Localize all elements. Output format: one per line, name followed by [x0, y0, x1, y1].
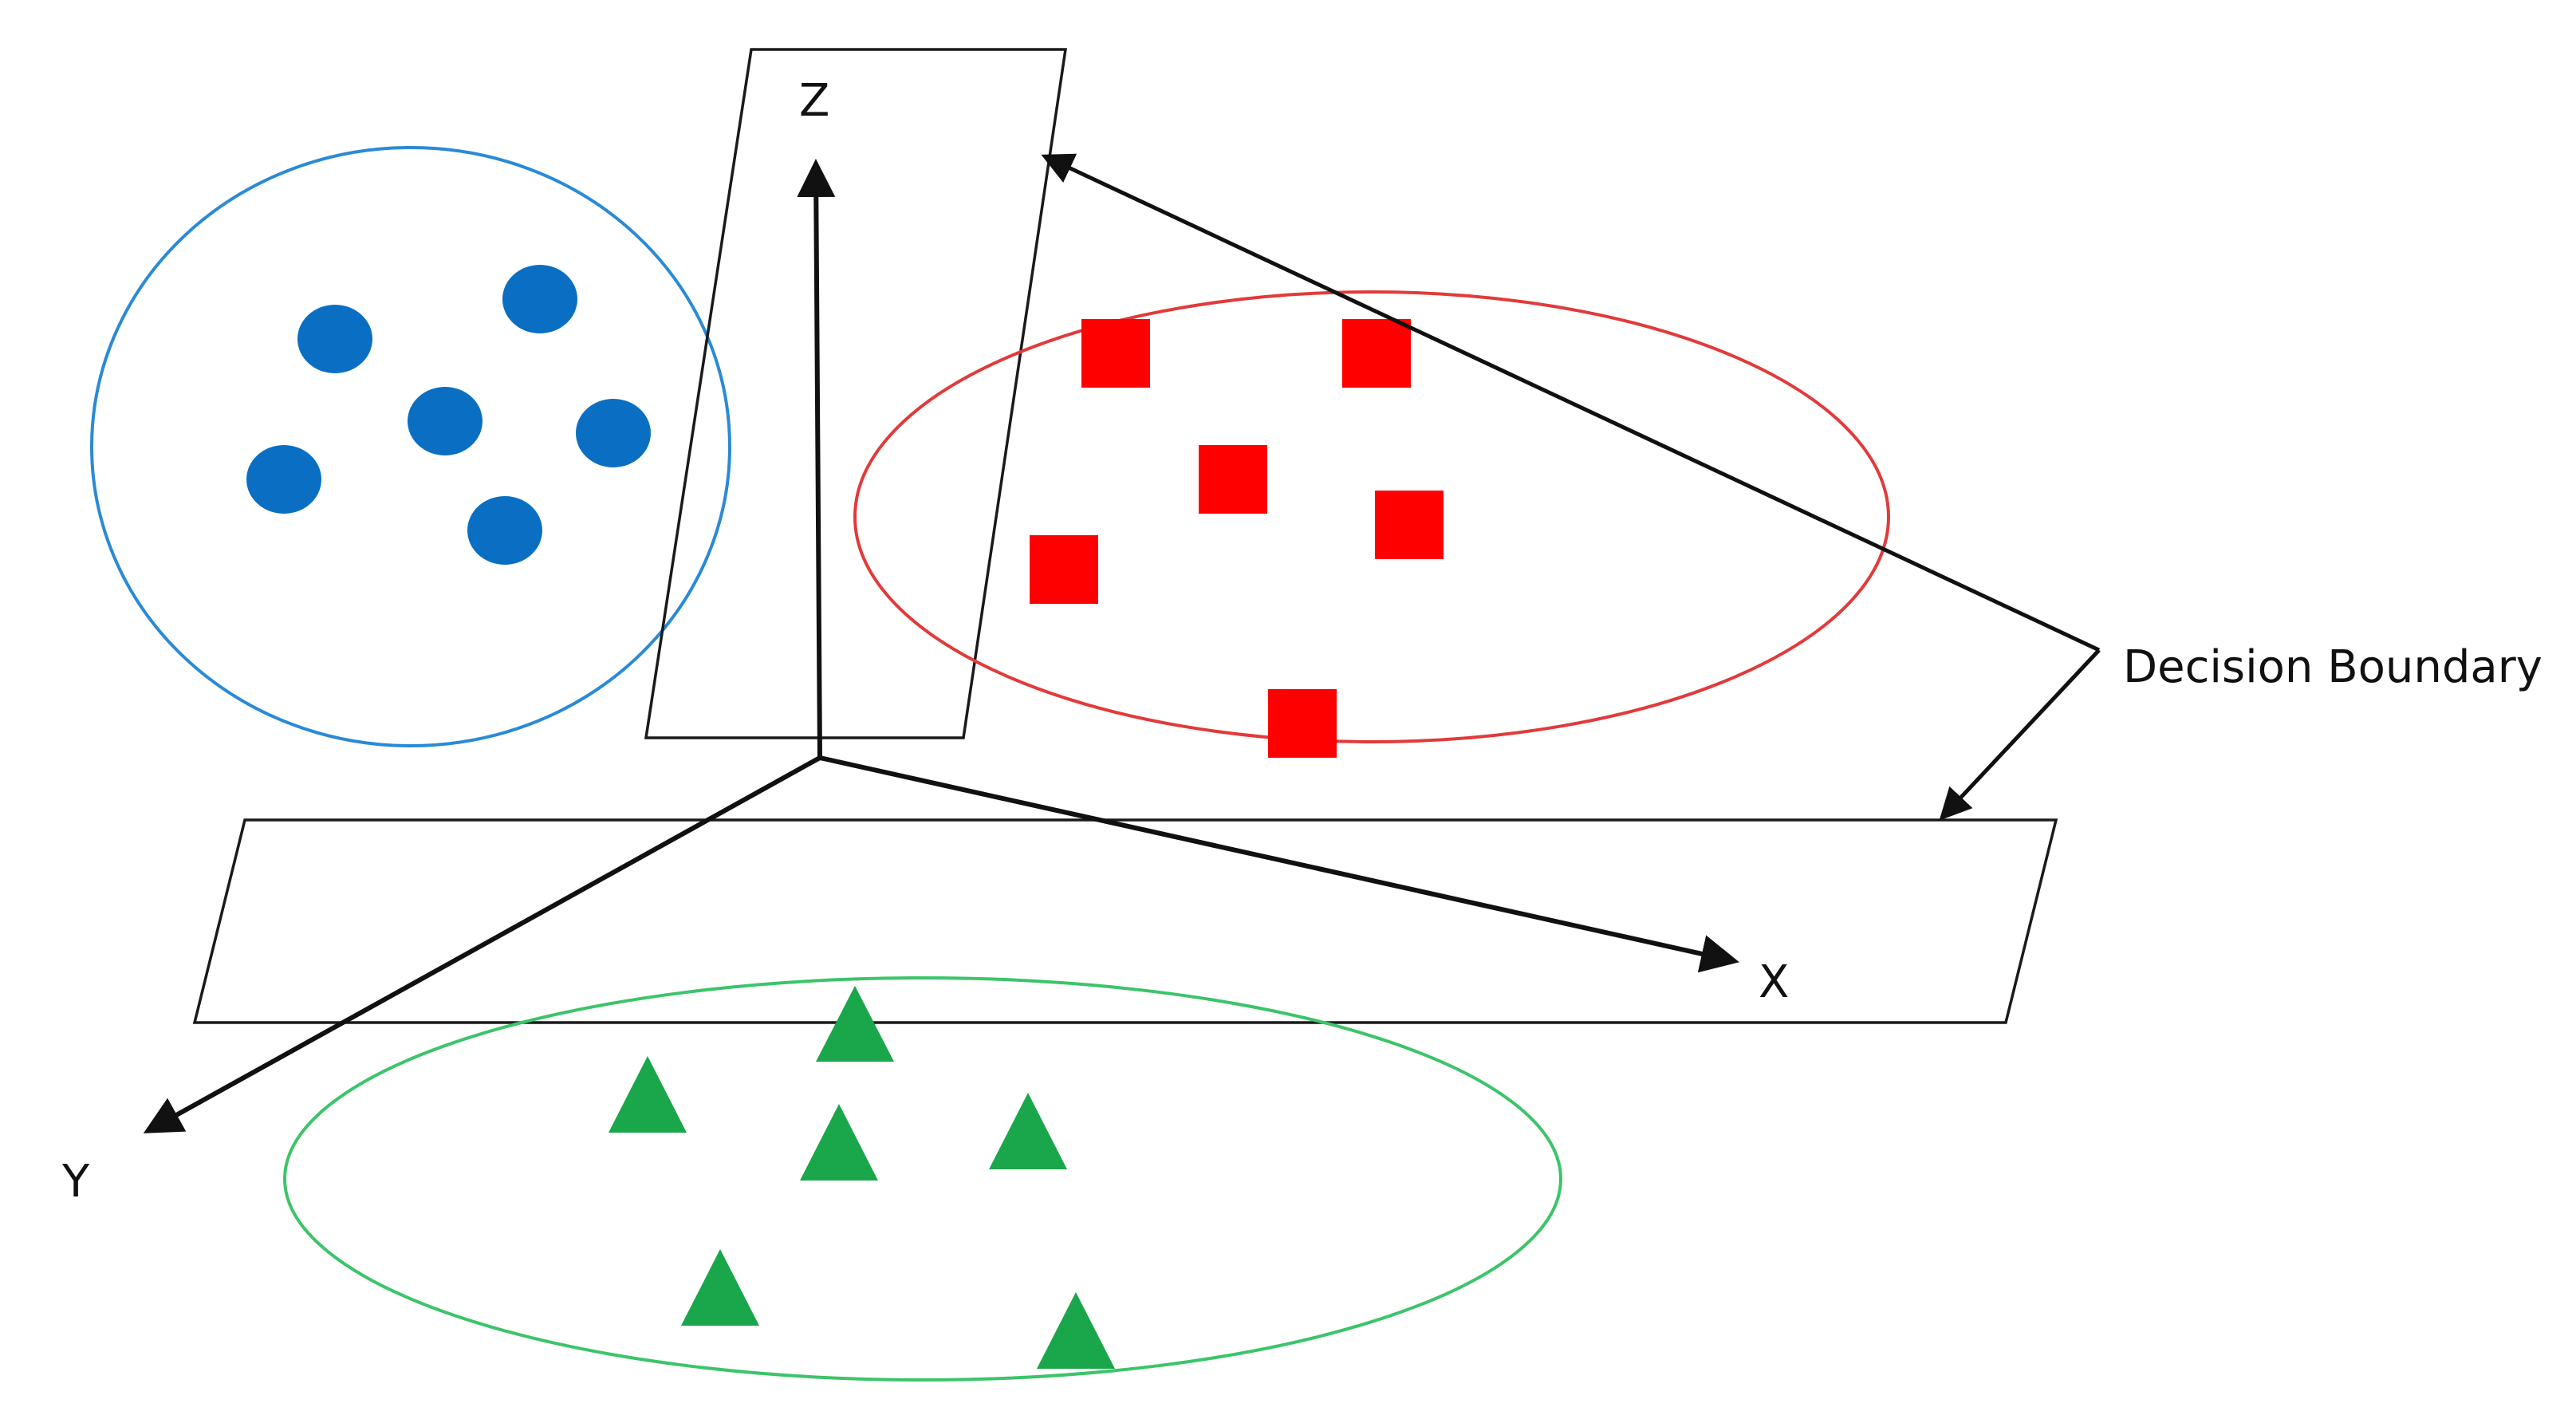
- square-point: [1199, 445, 1267, 514]
- circle-point: [467, 496, 542, 565]
- coordinate-axes: Z X Y: [61, 75, 1789, 1208]
- y-axis: [143, 755, 821, 1133]
- circle-point: [246, 445, 321, 514]
- triangle-point: [800, 1104, 878, 1181]
- horizontal-decision-plane: [192, 818, 2058, 1024]
- annotation-pointer-lower: [1939, 648, 2101, 821]
- triangle-point: [816, 986, 894, 1062]
- x-axis-label: X: [1759, 956, 1789, 1008]
- x-axis: [819, 755, 1739, 973]
- vertical-decision-plane: [644, 48, 1068, 739]
- annotation-pointer-upper: [1041, 153, 2101, 652]
- circle-point: [408, 387, 483, 455]
- triangle-point: [681, 1249, 759, 1326]
- square-point: [1081, 319, 1150, 388]
- triangle-point: [989, 1093, 1067, 1169]
- square-cluster: [853, 290, 1890, 758]
- square-point: [1342, 319, 1411, 388]
- triangle-cluster-boundary: [283, 976, 1562, 1382]
- annotation-label: Decision Boundary: [2123, 641, 2543, 693]
- z-axis-label: Z: [799, 75, 829, 127]
- square-point: [1375, 491, 1444, 559]
- circle-point: [297, 305, 372, 373]
- square-point: [1268, 689, 1337, 758]
- triangle-point: [609, 1056, 687, 1133]
- y-axis-label: Y: [61, 1156, 90, 1208]
- triangle-cluster: [283, 976, 1562, 1382]
- triangle-point: [1037, 1292, 1115, 1369]
- circle-point: [502, 265, 577, 333]
- circle-cluster-boundary: [90, 146, 731, 747]
- circle-cluster: [90, 146, 731, 747]
- z-axis: [797, 159, 836, 759]
- square-cluster-boundary: [853, 290, 1890, 743]
- decision-boundary-annotation: Decision Boundary: [1041, 153, 2543, 821]
- square-point: [1030, 535, 1098, 604]
- circle-point: [576, 399, 651, 467]
